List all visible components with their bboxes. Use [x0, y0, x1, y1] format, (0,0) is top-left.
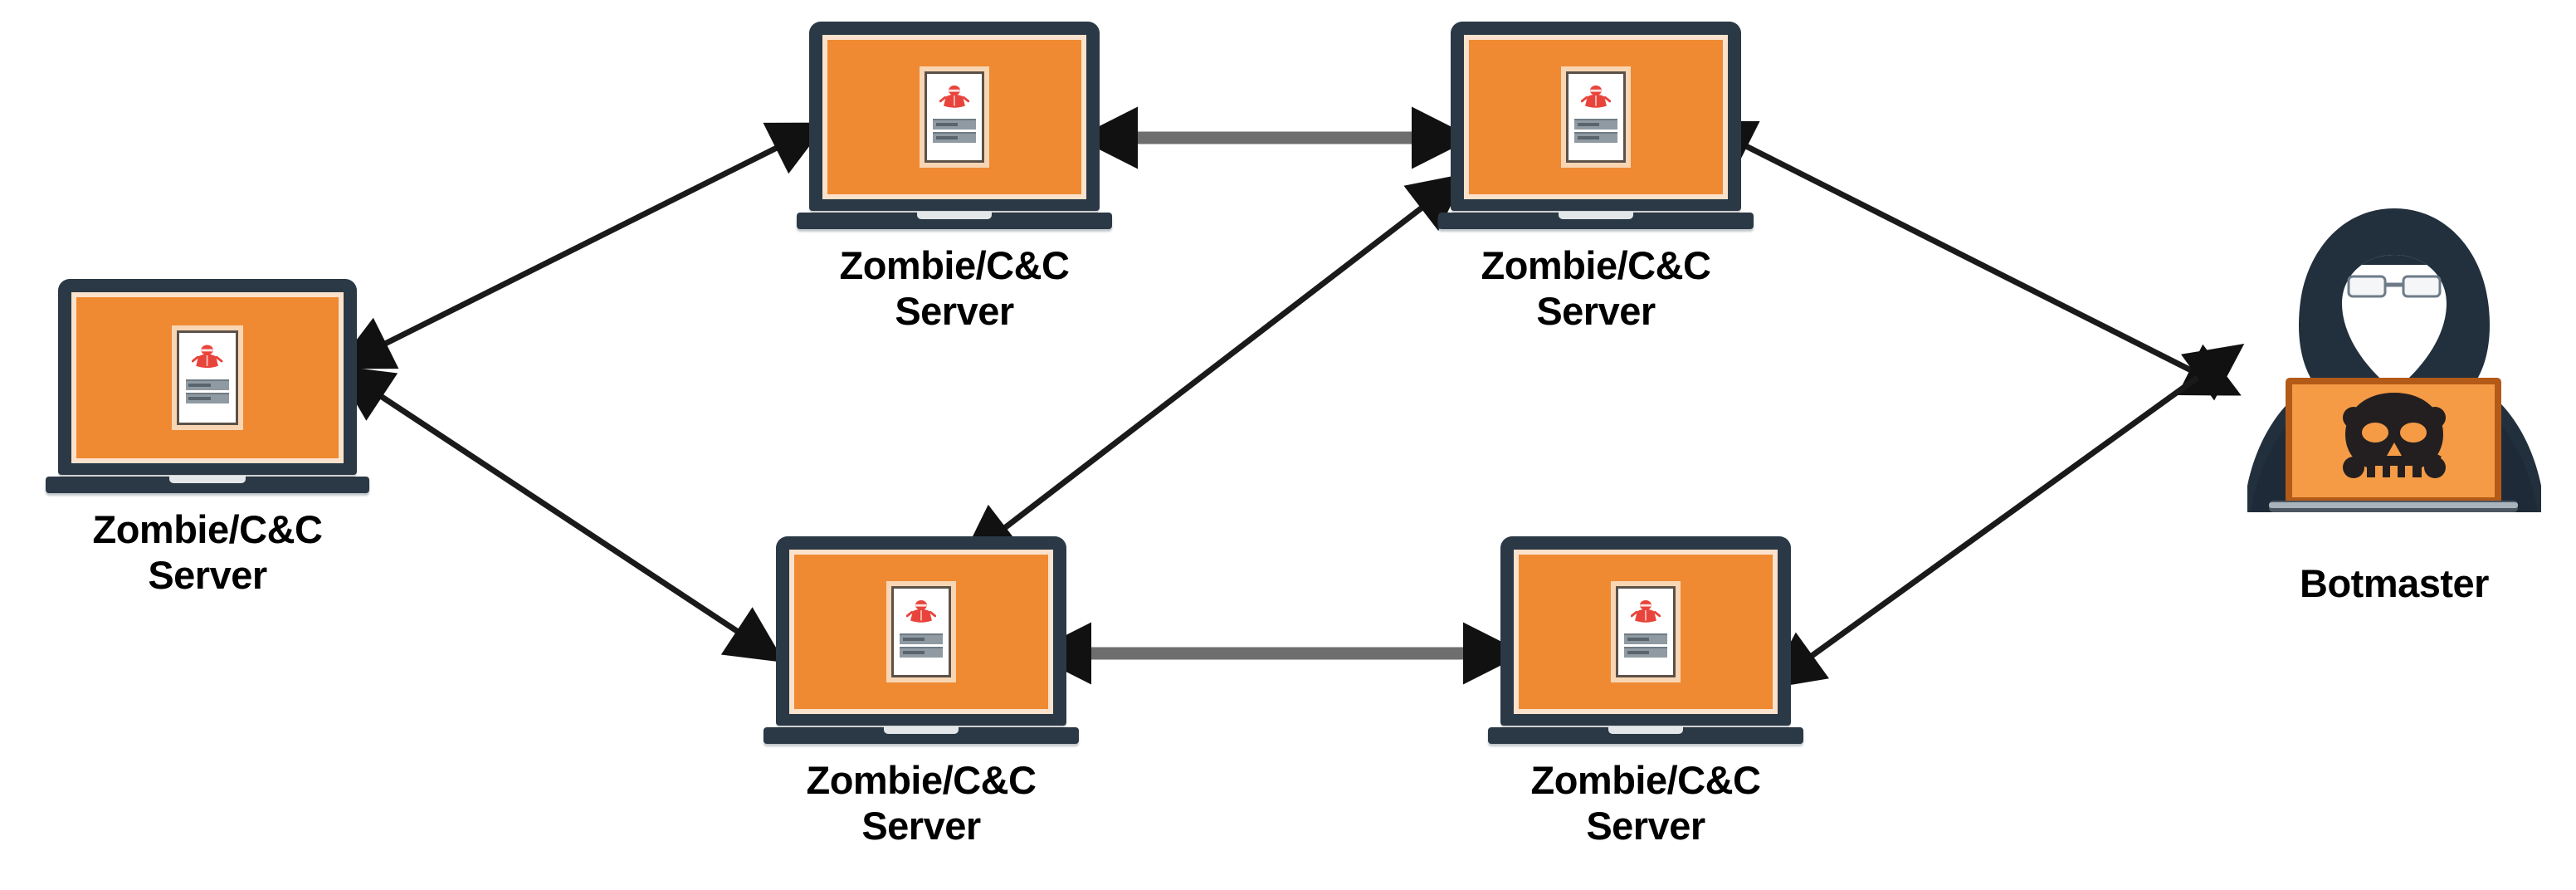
edge-zombie-top-right-to-botmaster [1695, 120, 2242, 396]
hooded-hacker-icon [2232, 203, 2556, 552]
node-zombie-top-right[interactable]: Zombie/C&C Server [1438, 22, 1754, 335]
glasses-icon [2347, 275, 2442, 298]
node-label-zombie-bottom-left: Zombie/C&C Server [806, 758, 1037, 848]
red-bug-icon [939, 78, 969, 116]
laptop-zombie-server-icon [797, 22, 1112, 229]
red-bug-icon [1631, 593, 1661, 631]
red-bug-icon [1581, 78, 1611, 116]
node-zombie-bottom-left[interactable]: Zombie/C&C Server [764, 536, 1079, 849]
node-label-zombie-left: Zombie/C&C Server [92, 507, 324, 598]
node-zombie-top-left[interactable]: Zombie/C&C Server [797, 22, 1112, 335]
server-rack-icon [933, 118, 976, 143]
node-botmaster[interactable]: Botmaster [2232, 203, 2556, 606]
edge-zombie-left-to-zombie-top-left [334, 122, 827, 369]
laptop-zombie-server-icon [1438, 22, 1754, 229]
red-bug-icon [192, 337, 223, 377]
server-rack-icon [900, 633, 943, 658]
edge-zombie-left-to-zombie-bottom-left [334, 364, 785, 663]
edge-zombie-bottom-right-to-botmaster [1765, 344, 2245, 689]
node-label-botmaster: Botmaster [2300, 561, 2489, 605]
node-label-zombie-top-left: Zombie/C&C Server [839, 243, 1071, 334]
node-zombie-left[interactable]: Zombie/C&C Server [46, 279, 369, 599]
server-rack-icon [185, 379, 230, 403]
red-bug-icon [906, 593, 936, 631]
skull-and-crossbones-icon [2343, 393, 2446, 478]
node-label-zombie-top-right: Zombie/C&C Server [1481, 243, 1712, 334]
node-zombie-bottom-right[interactable]: Zombie/C&C Server [1488, 536, 1803, 849]
server-rack-icon [1574, 118, 1617, 143]
server-rack-icon [1624, 633, 1667, 658]
node-label-zombie-bottom-right: Zombie/C&C Server [1530, 758, 1762, 848]
laptop-zombie-server-icon [764, 536, 1079, 744]
laptop-zombie-server-icon [46, 279, 369, 493]
laptop-zombie-server-icon [1488, 536, 1803, 744]
